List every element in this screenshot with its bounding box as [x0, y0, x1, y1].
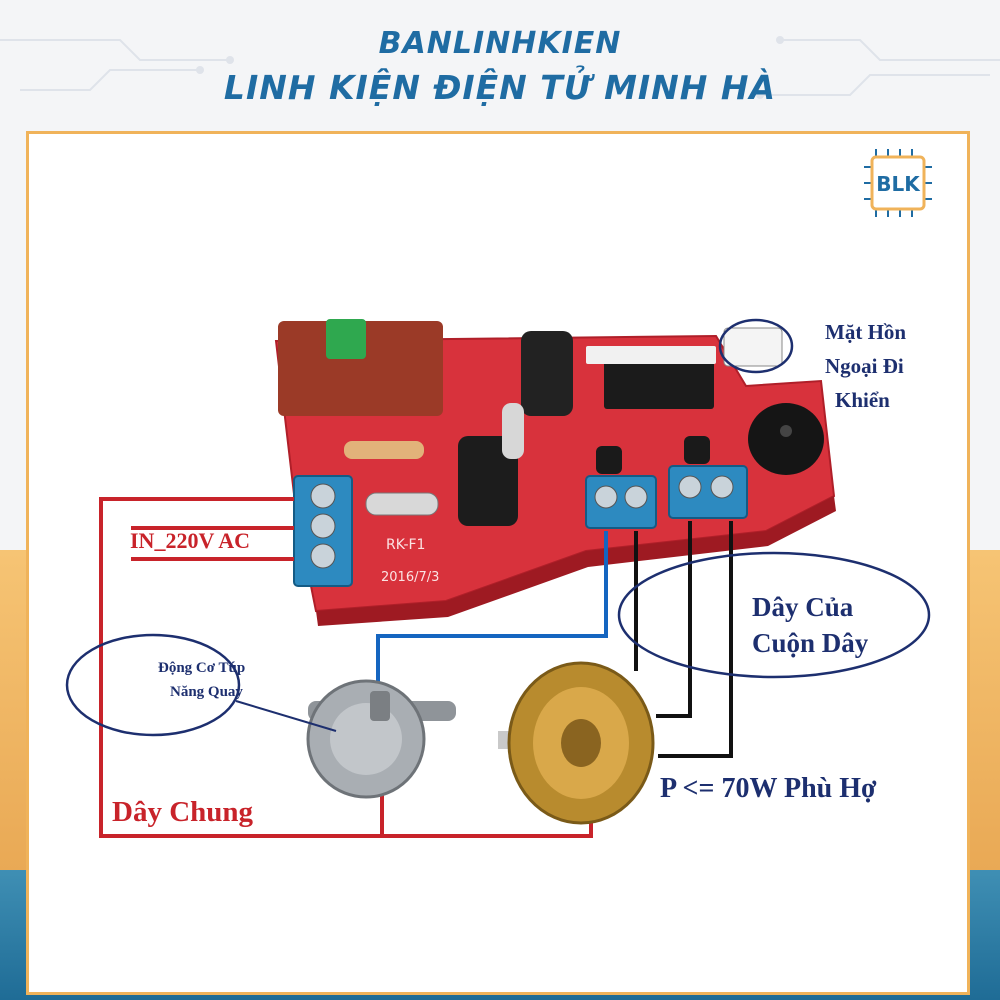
blk-logo-icon: BLK: [864, 149, 932, 217]
power-rating-label: P <= 70W Phù Hợ: [660, 773, 877, 804]
swing-motor-label-1: Động Cơ Túp: [158, 660, 246, 676]
fan-motor-icon: [498, 661, 655, 825]
coil-wires-label-2: Cuộn Dây: [752, 628, 869, 658]
board-model: RK-F1: [386, 537, 425, 553]
remote-port-label-2: Ngoại Đi: [825, 354, 904, 378]
coil-wires-label-1: Dây Của: [752, 592, 854, 622]
wiring-diagram: RK-F1 2016/7/3: [65, 318, 931, 838]
terminal-block-icon: [293, 465, 748, 587]
circuit-pattern-icon: [0, 36, 1000, 99]
board-date: 2016/7/3: [381, 570, 439, 585]
input-power-label: IN_220V AC: [130, 528, 251, 553]
common-wire-label: Dây Chung: [112, 796, 254, 828]
sync-motor-icon: [306, 679, 456, 799]
swing-motor-label-2: Năng Quay: [170, 684, 243, 700]
remote-port-label-1: Mặt Hồn: [825, 320, 907, 344]
remote-port-label-3: Khiển: [835, 388, 890, 412]
pcb-board-icon: RK-F1 2016/7/3: [274, 319, 836, 626]
brand-tagline: LINH KIỆN ĐIỆN TỬ MINH HÀ: [223, 68, 777, 107]
brand-name: BANLINHKIEN: [378, 26, 622, 61]
logo-text: BLK: [876, 172, 921, 196]
